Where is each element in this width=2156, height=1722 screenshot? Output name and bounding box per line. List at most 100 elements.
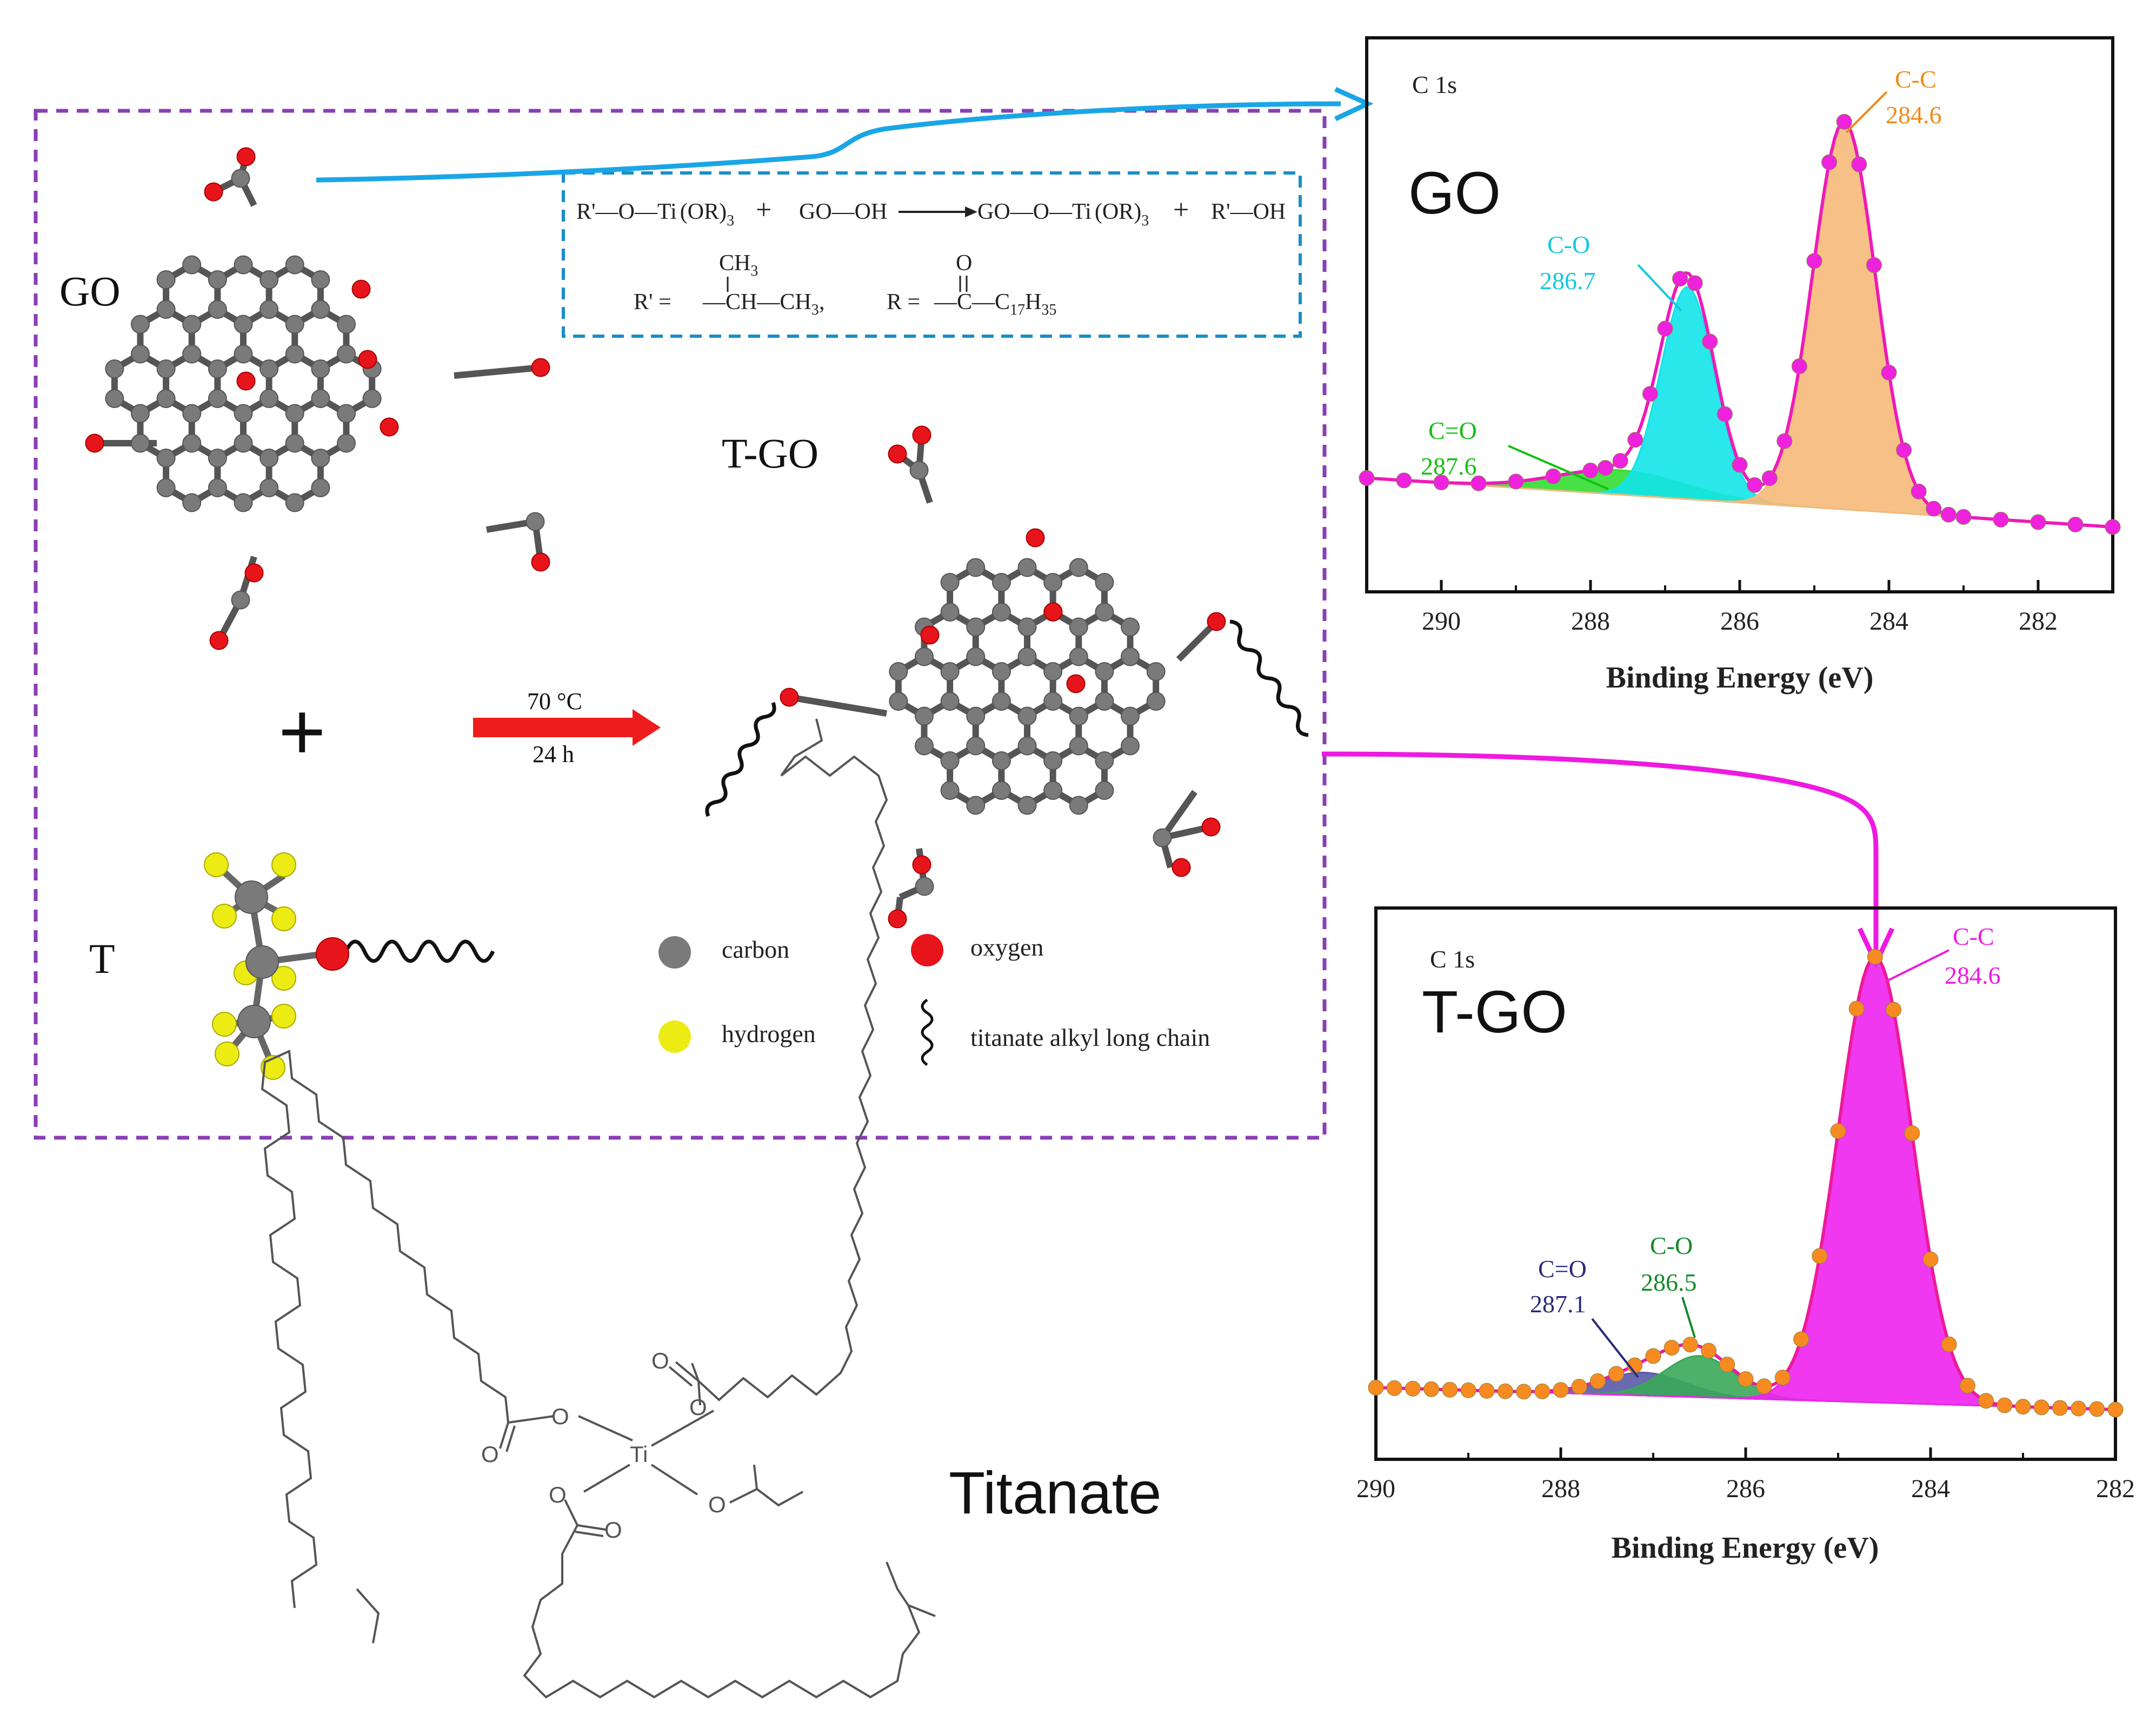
carbon-atom bbox=[182, 255, 202, 275]
tgo-peak-cc-label: C-C 284.6 bbox=[1945, 923, 2001, 989]
data-point bbox=[1941, 1336, 1957, 1352]
data-point bbox=[1423, 1381, 1440, 1397]
titanate-o-1: O bbox=[551, 1404, 569, 1429]
tgo-x-axis-label: Binding Energy (eV) bbox=[1612, 1531, 1879, 1565]
carbon-atom bbox=[966, 796, 986, 815]
oxygen-atom bbox=[204, 182, 223, 202]
data-point bbox=[1774, 1370, 1791, 1386]
data-point bbox=[1848, 1000, 1865, 1017]
go-peak-co-name: C-O bbox=[1547, 231, 1590, 258]
carbon-atom bbox=[1095, 692, 1114, 711]
plus-sign: + bbox=[278, 686, 326, 777]
titanate-o-2: O bbox=[689, 1394, 707, 1420]
svg-text:—CH—CH3: —CH—CH3 bbox=[702, 290, 819, 318]
go-peak-c-eq-o-leader bbox=[1508, 445, 1609, 490]
go-peak-co-label: C-O 286.7 bbox=[1540, 231, 1596, 295]
data-point bbox=[1534, 1383, 1551, 1399]
carbon-atom bbox=[889, 662, 908, 681]
carbon-atom bbox=[156, 359, 176, 378]
tgo-peak-co-label: C-O 286.5 bbox=[1641, 1232, 1697, 1296]
data-point bbox=[1608, 1366, 1625, 1382]
hydrogen-atom bbox=[271, 1004, 296, 1029]
carbon-atom bbox=[156, 300, 176, 319]
oxygen-atom bbox=[531, 552, 550, 572]
tgo-peak-c-eq-o-leader bbox=[1591, 1318, 1639, 1378]
oxygen-atom bbox=[1043, 602, 1063, 622]
oxygen-atom bbox=[888, 909, 907, 929]
carbon-atom bbox=[105, 359, 124, 378]
go-peak-cc-value: 284.6 bbox=[1886, 101, 1942, 129]
svg-text:CH3: CH3 bbox=[719, 251, 758, 279]
carbon-atom bbox=[285, 433, 304, 453]
go-peak-cc-name: C-C bbox=[1895, 65, 1937, 93]
carbon-atom bbox=[940, 603, 960, 622]
carbon-atom bbox=[1043, 573, 1063, 592]
x-tick-label: 288 bbox=[1541, 1474, 1580, 1503]
oxygen-atom bbox=[236, 147, 256, 166]
carbon-atom bbox=[1017, 558, 1037, 577]
x-tick-label: 288 bbox=[1571, 607, 1610, 636]
titanate-o-3: O bbox=[708, 1492, 726, 1517]
data-point bbox=[1645, 1348, 1661, 1364]
data-point bbox=[1386, 1380, 1402, 1396]
svg-text:—C—C17H35: —C—C17H35 bbox=[934, 290, 1056, 318]
carbon-atom bbox=[992, 603, 1011, 622]
carbon-atom bbox=[130, 315, 150, 334]
equation-frame bbox=[562, 171, 1302, 338]
carbon-atom bbox=[940, 692, 960, 711]
data-point bbox=[1806, 253, 1822, 269]
carbon-atom bbox=[915, 877, 934, 896]
titanate-label: Titanate bbox=[949, 1460, 1161, 1526]
oxygen-atom bbox=[1066, 674, 1086, 693]
data-point bbox=[1433, 475, 1449, 491]
hydrogen-atom bbox=[212, 904, 237, 929]
carbon-atom bbox=[337, 433, 356, 453]
data-point bbox=[1756, 1378, 1772, 1394]
go-peak-co-value: 286.7 bbox=[1540, 267, 1596, 295]
data-point bbox=[1997, 1397, 2013, 1413]
reaction-arrow bbox=[473, 709, 661, 746]
carbon-atom bbox=[992, 751, 1011, 770]
chain-legend-swatch bbox=[921, 998, 934, 1066]
data-point bbox=[1955, 509, 1972, 525]
carbon-atom bbox=[259, 478, 279, 497]
carbon-atom bbox=[889, 692, 908, 711]
go-peak-co-leader bbox=[1637, 264, 1682, 312]
oxygen-atom bbox=[920, 625, 940, 645]
svg-text:R' =: R' = bbox=[634, 290, 671, 315]
carbon-atom bbox=[234, 493, 253, 512]
carbon-atom bbox=[285, 315, 304, 334]
data-point bbox=[1497, 1383, 1513, 1399]
svg-text:+: + bbox=[1173, 195, 1189, 225]
carbon-atom bbox=[156, 389, 176, 408]
data-point bbox=[2052, 1400, 2068, 1416]
carbon-atom bbox=[992, 573, 1011, 592]
data-point bbox=[1732, 457, 1748, 473]
tgo-data-points bbox=[1368, 949, 2124, 1418]
carbon-legend-label: carbon bbox=[722, 936, 789, 963]
tgo-peak-co-value: 286.5 bbox=[1641, 1269, 1697, 1296]
data-point bbox=[1545, 468, 1561, 484]
carbon-atom bbox=[1043, 781, 1063, 800]
carbon-atom bbox=[311, 270, 330, 289]
tgo-panel-label: T-GO bbox=[1422, 979, 1567, 1045]
carbon-atom bbox=[311, 449, 330, 468]
x-tick-label: 284 bbox=[1911, 1474, 1950, 1503]
x-tick-label: 290 bbox=[1356, 1474, 1395, 1503]
data-point bbox=[1470, 475, 1487, 491]
carbon-atom bbox=[1017, 706, 1037, 726]
go-peak-c-eq-o-name: C=O bbox=[1428, 417, 1477, 444]
go-peak-cc-leader bbox=[1845, 91, 1888, 134]
carbon-atom bbox=[1146, 662, 1166, 681]
hydrogen-atom bbox=[271, 906, 296, 931]
go-label: GO bbox=[59, 268, 121, 315]
carbon-atom bbox=[992, 692, 1011, 711]
carbon-atom bbox=[285, 493, 304, 512]
data-point bbox=[1904, 1125, 1920, 1142]
atom-legend: carbon oxygen hydrogen titanate alkyl lo… bbox=[658, 933, 1210, 1066]
carbon-bond bbox=[789, 694, 887, 717]
oxygen-atom bbox=[1172, 858, 1191, 877]
